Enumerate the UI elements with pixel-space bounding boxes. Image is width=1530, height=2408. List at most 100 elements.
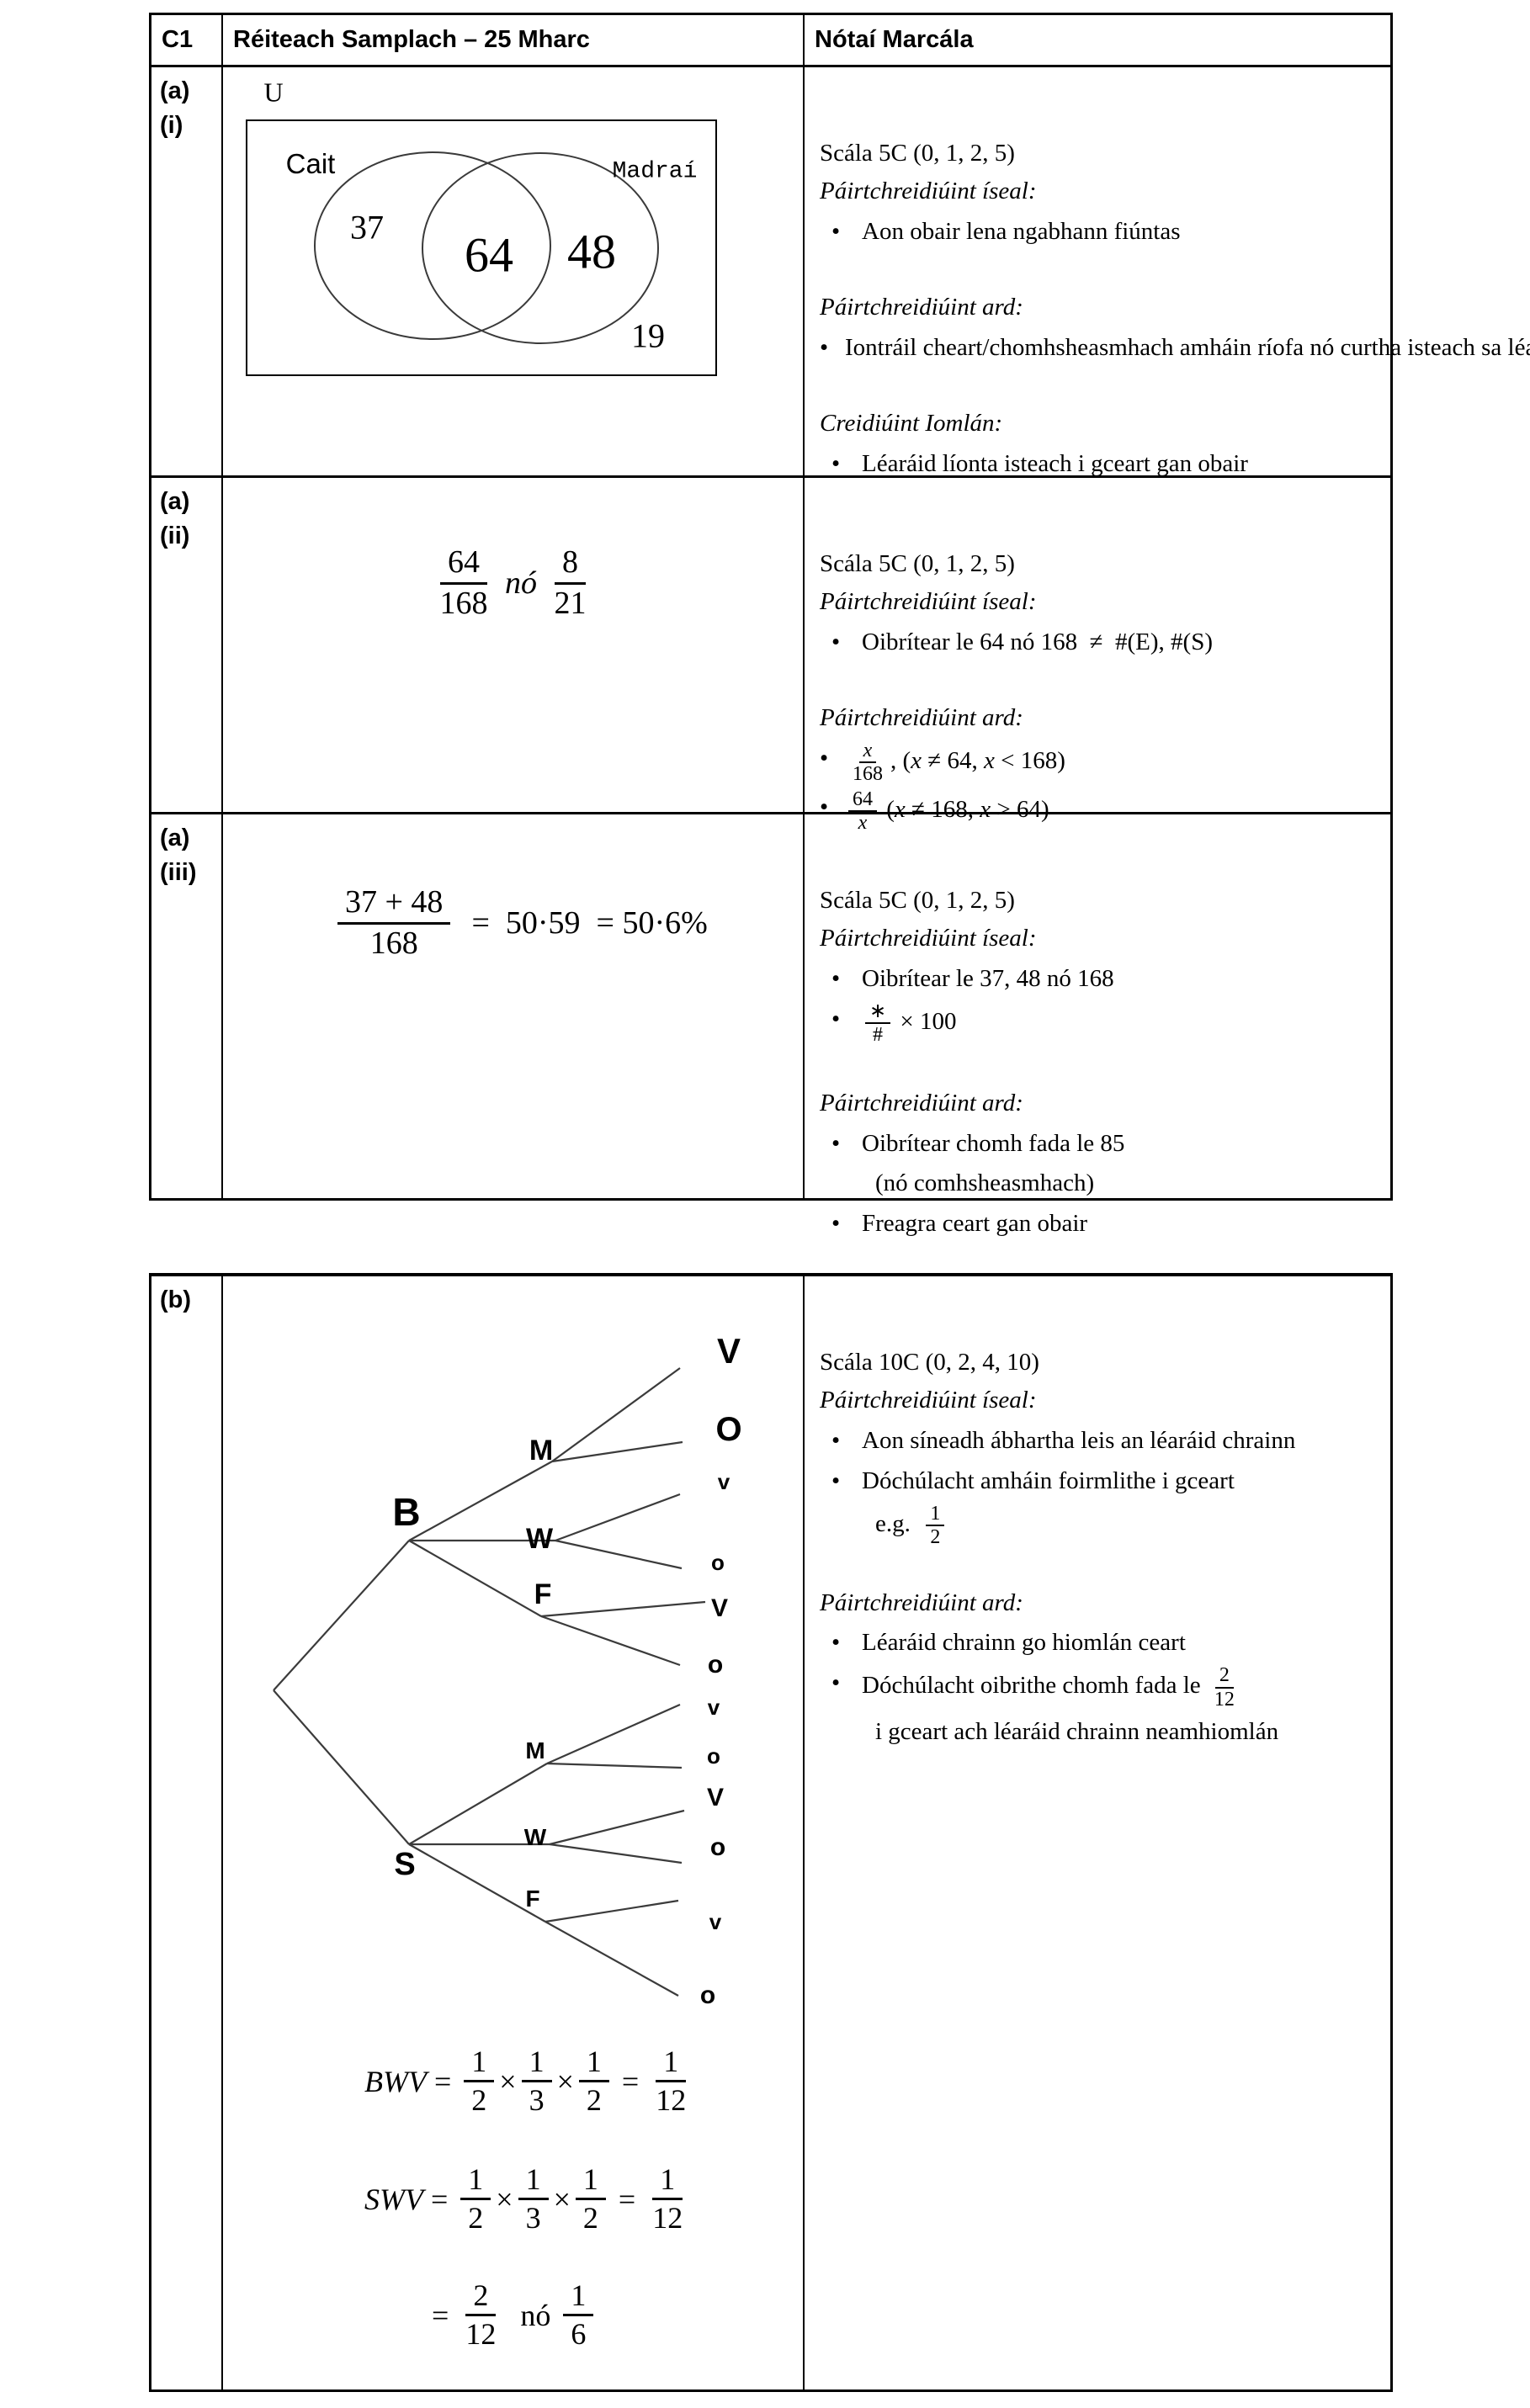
math-italic-text: BWV [364, 2064, 427, 2098]
bullet-text: Iontráil cheart/chomhsheasmhach amháin r… [845, 329, 1530, 367]
header-cell-question-code: C1 [151, 15, 223, 65]
bullet-icon: • [831, 1129, 841, 1157]
notes-bullet-item: •Aon síneadh ábhartha leis an léaráid ch… [831, 1422, 1368, 1460]
fraction-numerator: 1 [578, 2044, 609, 2083]
fraction-numerator: 1 [464, 2044, 495, 2083]
math-text: Páirtchreidiúint íseal: [820, 177, 1037, 204]
fraction-denominator: x [858, 811, 868, 834]
bullet-icon: • [831, 1426, 841, 1454]
row-label-subpart: (ii) [160, 522, 190, 549]
math-text: Páirtchreidiúint ard: [820, 293, 1023, 321]
bullet-icon: • [831, 449, 841, 477]
bullet-icon: • [831, 1005, 841, 1032]
venn-set1-label: Cait [285, 148, 336, 179]
row-label-part: (b) [160, 1286, 192, 1313]
math-text: i gceart ach léaráid chrainn neamhiomlán [875, 1718, 1279, 1746]
bullet-icon: • [831, 1669, 841, 1697]
fraction-denominator: 12 [656, 2083, 687, 2118]
math-text: Creidiúint Iomlán: [820, 409, 1003, 437]
notes-spacer [820, 1049, 1368, 1085]
bullet-text: Léaráid líonta isteach i gceart gan obai… [862, 445, 1368, 483]
math-text: Léaráid líonta isteach i gceart gan obai… [862, 449, 1248, 477]
math-text: Oibrítear le 37, 48 nó 168 [862, 964, 1114, 992]
tree-node-label-o: o [711, 1550, 725, 1575]
math-text: = 50·59 = 50·6% [455, 905, 708, 941]
bullet-text: Dóchúlacht amháin foirmlithe i gceart [862, 1462, 1368, 1500]
math-text: Scála 10C (0, 2, 4, 10) [820, 1349, 1039, 1376]
tree-node-label-W: W [525, 1523, 554, 1555]
fraction-denominator: 12 [652, 2201, 683, 2236]
fraction-denominator: 3 [525, 2201, 541, 2236]
venn-universe-label: U [263, 77, 284, 108]
bullet-icon: • [820, 793, 829, 820]
math-text: ≠ 168, [905, 795, 980, 823]
notes-section-heading: Páirtchreidiúint íseal: [820, 172, 1368, 210]
bullet-icon: • [831, 964, 841, 992]
tree-node-label-v: v [717, 1469, 730, 1494]
fraction-numerator: 64 [848, 788, 877, 812]
bullet-text: Léaráid chrainn go hiomlán ceart [862, 1624, 1368, 1662]
tree-node-label-V: V [710, 1594, 729, 1622]
fraction-denominator: 2 [586, 2083, 602, 2118]
math-text: Oibrítear le 64 nó 168 ≠ #(E), #(S) [862, 628, 1213, 655]
bullet-text: Oibrítear le 37, 48 nó 168 [862, 960, 1368, 998]
math-text: (nó comhsheasmhach) [875, 1170, 1095, 1197]
tree-node-label-o: o [707, 1743, 720, 1769]
fraction-numerator: 8 [555, 544, 586, 585]
math-text: = [426, 2064, 460, 2098]
tree-node-label-F: F [525, 1886, 540, 1912]
fraction-denominator: 2 [468, 2201, 484, 2236]
math-text: Scála 5C (0, 1, 2, 5) [820, 140, 1015, 167]
fraction-numerator: 1 [460, 2161, 491, 2201]
fraction-numerator: 1 [575, 2161, 606, 2201]
math-text: Iontráil cheart/chomhsheasmhach amháin r… [845, 333, 1530, 361]
bullet-text: ∗# × 100 [862, 1000, 1368, 1047]
notes-scale-line: Scála 5C (0, 1, 2, 5) [820, 135, 1368, 172]
bullet-icon: • [831, 1467, 841, 1494]
notes-a-iii: Scála 5C (0, 1, 2, 5)Páirtchreidiúint ís… [805, 814, 1390, 1237]
row-label-part: (a) [160, 488, 190, 515]
math-text: Aon obair lena ngabhann fiúntas [862, 217, 1181, 245]
notes-bullet-item: •Aon obair lena ngabhann fiúntas [831, 213, 1368, 251]
tree-node-label-M: M [529, 1435, 554, 1467]
math-text: Freagra ceart gan obair [862, 1210, 1088, 1238]
fraction-denominator: 12 [465, 2317, 497, 2352]
notes-section-heading: Páirtchreidiúint ard: [820, 699, 1368, 737]
math-text: Scála 5C (0, 1, 2, 5) [820, 887, 1015, 914]
math-text: Páirtchreidiúint íseal: [820, 1386, 1037, 1414]
math-text: Léaráid chrainn go hiomlán ceart [862, 1629, 1186, 1657]
venn-set2-label: Madraí [612, 158, 698, 185]
fraction-numerator: 64 [440, 544, 487, 585]
fraction-denominator: 21 [554, 585, 587, 621]
tree-node-label-v: v [709, 1909, 722, 1934]
math-text: × [499, 2064, 517, 2098]
notes-bullet-item: • Freagra ceart gan obair [831, 1205, 1368, 1243]
fraction-denominator: 3 [529, 2083, 545, 2118]
fraction-denominator: 2 [582, 2201, 598, 2236]
math-text: Scála 5C (0, 1, 2, 5) [820, 550, 1015, 577]
notes-b: Scála 10C (0, 2, 4, 10) Páirtchreidiúint … [805, 1276, 1390, 2390]
row-label-part: (a) [160, 825, 190, 851]
math-text: Páirtchreidiúint ard: [820, 703, 1023, 731]
row-label-a-i: (a) (i) [151, 67, 223, 475]
venn-value-only-madrai: 48 [567, 224, 616, 279]
fraction-numerator: 37 + 48 [337, 883, 451, 925]
bullet-icon: • [831, 1210, 841, 1238]
